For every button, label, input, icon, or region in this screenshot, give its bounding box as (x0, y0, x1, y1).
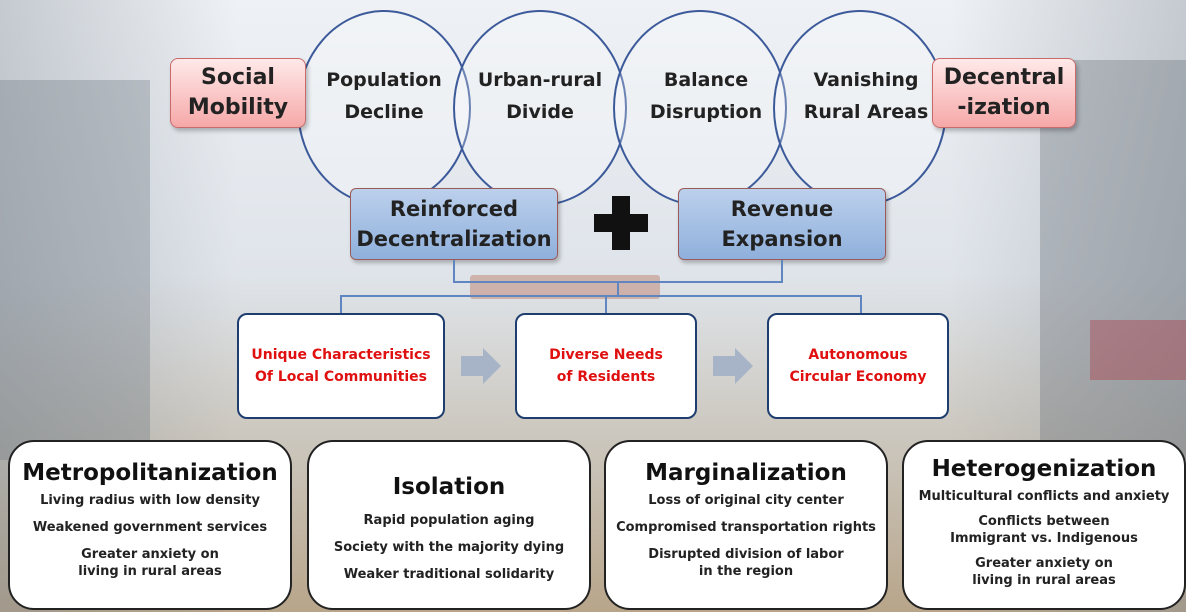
panel-title: Marginalization (645, 460, 847, 486)
right-arrow-icon (461, 348, 501, 384)
panel-item: Multicultural conflicts and anxiety (918, 489, 1170, 504)
panel-item: Society with the majority dying (333, 540, 565, 555)
decentralization-label: Decentral -ization (943, 65, 1065, 120)
panel-title: Isolation (392, 474, 506, 500)
panel-item: Loss of original city center (648, 493, 844, 508)
panel-item: Greater anxiety on living in rural areas (972, 556, 1116, 588)
flow-box-resident-needs: Diverse Needs of Residents (515, 313, 697, 419)
circle-label-population-decline: Population Decline (312, 64, 456, 128)
revenue-expansion-box: Revenue Expansion (678, 188, 886, 260)
circle-text: Vanishing Rural Areas (803, 69, 929, 123)
circle-text: Balance Disruption (649, 69, 763, 123)
revenue-expansion-label: Revenue Expansion (721, 197, 843, 251)
circle-label-balance-disruption: Balance Disruption (634, 64, 778, 128)
social-mobility-box: Social Mobility (170, 58, 306, 128)
panel-item: Weaker traditional solidarity (343, 567, 555, 582)
panel-marginalization: Marginalization Loss of original city ce… (604, 440, 888, 610)
circle-text: Urban-rural Divide (477, 69, 603, 123)
panel-item: Compromised transportation rights (616, 520, 876, 535)
circle-text: Population Decline (326, 69, 442, 123)
reinforced-decentralization-box: Reinforced Decentralization (350, 188, 558, 260)
circle-label-urban-rural-divide: Urban-rural Divide (468, 64, 612, 128)
decentralization-box: Decentral -ization (932, 58, 1076, 128)
panel-title: Heterogenization (931, 456, 1157, 482)
flow-text: Unique Characteristics Of Local Communit… (251, 347, 431, 385)
panel-isolation: Isolation Rapid population aging Society… (307, 440, 591, 610)
flow-text: Diverse Needs of Residents (549, 347, 663, 385)
circle-population-decline (297, 10, 471, 206)
panel-title: Metropolitanization (22, 460, 278, 486)
flow-text: Autonomous Circular Economy (789, 347, 927, 385)
panel-metropolitanization: Metropolitanization Living radius with l… (8, 440, 292, 610)
circle-balance-disruption (613, 10, 787, 206)
panel-item: Greater anxiety on living in rural areas (78, 547, 222, 579)
flow-box-local-communities: Unique Characteristics Of Local Communit… (237, 313, 445, 419)
social-mobility-label: Social Mobility (187, 65, 289, 120)
circle-vanishing-rural-areas (773, 10, 947, 206)
panel-item: Weakened government services (32, 520, 268, 535)
panel-item: Living radius with low density (40, 493, 260, 508)
panel-heterogenization: Heterogenization Multicultural conflicts… (902, 440, 1186, 610)
circle-label-vanishing-rural-areas: Vanishing Rural Areas (794, 64, 938, 128)
panel-item: Conflicts between Immigrant vs. Indigeno… (950, 514, 1138, 546)
reinforced-decentralization-label: Reinforced Decentralization (356, 197, 552, 251)
panel-item: Disrupted division of labor in the regio… (648, 547, 844, 579)
flow-box-circular-economy: Autonomous Circular Economy (767, 313, 949, 419)
right-arrow-icon (713, 348, 753, 384)
panel-item: Rapid population aging (363, 513, 535, 528)
